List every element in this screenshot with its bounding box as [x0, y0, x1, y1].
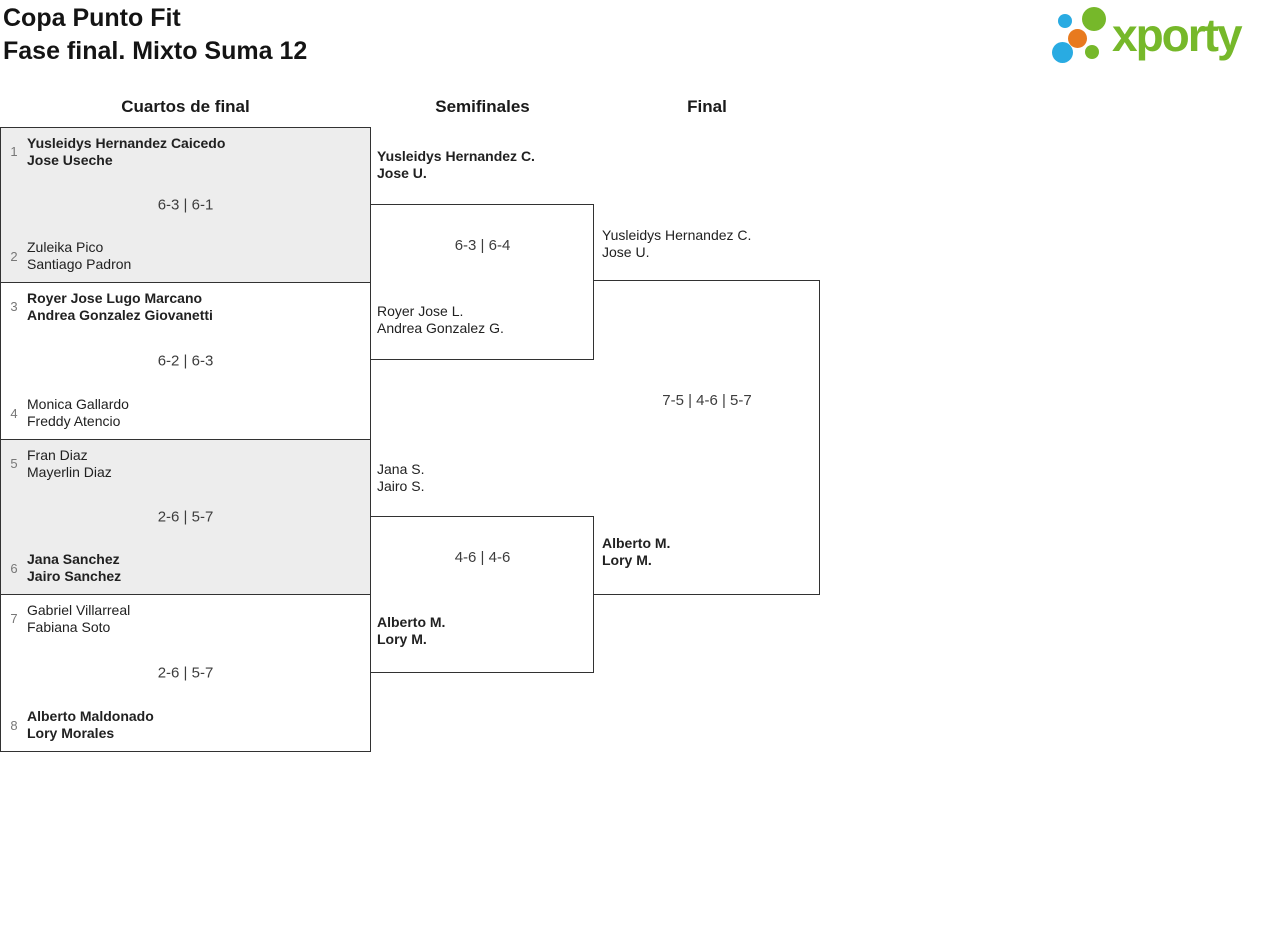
seed-number: 5 [10, 456, 18, 471]
player-name: Yusleidys Hernandez C. [602, 227, 752, 243]
seed-number: 2 [10, 249, 18, 264]
player-name: Jose U. [377, 165, 427, 181]
player-name: Fabiana Soto [27, 619, 111, 635]
player-name: Alberto M. [377, 614, 446, 630]
seed-number: 6 [10, 561, 18, 576]
team-name: Zuleika Pico Santiago Padron [27, 239, 131, 273]
logo-green-small-dot-icon [1085, 45, 1099, 59]
player-name: Alberto M. [602, 535, 671, 551]
seed-number: 1 [10, 144, 18, 159]
player-name: Jose Useche [27, 152, 113, 168]
seed-number: 8 [10, 718, 18, 733]
player-name: Santiago Padron [27, 256, 132, 272]
seed-number: 4 [10, 406, 18, 421]
player-name: Jana S. [377, 461, 425, 477]
team-name: Alberto M. Lory M. [377, 614, 445, 648]
match-score: 4-6 | 4-6 [454, 549, 511, 566]
semifinal-match-1-box [371, 204, 594, 360]
title-block: Copa Punto Fit Fase final. Mixto Suma 12 [3, 2, 307, 68]
match-score: 7-5 | 4-6 | 5-7 [662, 392, 752, 409]
page-subtitle: Fase final. Mixto Suma 12 [3, 37, 308, 65]
semifinal-match-2-box [371, 516, 594, 673]
round-header-semifinals: Semifinales [435, 97, 530, 116]
quarterfinal-match-3: 5 Fran Diaz Mayerlin Diaz 2-6 | 5-7 Jana… [0, 439, 371, 595]
team-name: Fran Diaz Mayerlin Diaz [27, 447, 112, 481]
team-name: Yusleidys Hernandez Caicedo Jose Useche [27, 135, 225, 169]
player-name: Jose U. [602, 244, 650, 260]
player-name: Yusleidys Hernandez C. [377, 148, 535, 164]
match-score: 2-6 | 5-7 [157, 508, 214, 526]
player-name: Yusleidys Hernandez Caicedo [27, 135, 226, 151]
player-name: Lory Morales [27, 725, 115, 741]
team-name: Royer Jose Lugo Marcano Andrea Gonzalez … [27, 290, 213, 324]
player-name: Andrea Gonzalez Giovanetti [27, 307, 213, 323]
round-header-final: Final [687, 97, 727, 116]
page-title: Copa Punto Fit [3, 4, 181, 32]
quarterfinal-match-4: 7 Gabriel Villarreal Fabiana Soto 2-6 | … [0, 594, 371, 752]
player-name: Lory M. [377, 631, 427, 647]
round-header-quarterfinals: Cuartos de final [121, 97, 250, 116]
match-score: 2-6 | 5-7 [157, 664, 214, 682]
quarterfinal-match-2: 3 Royer Jose Lugo Marcano Andrea Gonzale… [0, 282, 371, 440]
xporty-logo[interactable]: xporty [1048, 0, 1278, 75]
player-name: Jairo S. [377, 478, 425, 494]
logo-blue-big-dot-icon [1052, 42, 1073, 63]
player-name: Zuleika Pico [27, 239, 104, 255]
player-name: Freddy Atencio [27, 413, 121, 429]
team-name: Monica Gallardo Freddy Atencio [27, 396, 129, 430]
team-name: Alberto M. Lory M. [602, 535, 670, 569]
team-name: Royer Jose L. Andrea Gonzalez G. [377, 303, 504, 337]
player-name: Andrea Gonzalez G. [377, 320, 504, 336]
player-name: Fran Diaz [27, 447, 88, 463]
player-name: Jana Sanchez [27, 551, 120, 567]
team-name: Jana Sanchez Jairo Sanchez [27, 551, 121, 585]
team-name: Yusleidys Hernandez C. Jose U. [602, 227, 751, 261]
player-name: Royer Jose Lugo Marcano [27, 290, 203, 306]
logo-orange-dot-icon [1068, 29, 1087, 48]
player-name: Gabriel Villarreal [27, 602, 131, 618]
logo-wordmark: xporty [1112, 9, 1243, 61]
player-name: Mayerlin Diaz [27, 464, 112, 480]
match-score: 6-3 | 6-4 [454, 237, 511, 254]
seed-number: 7 [10, 611, 18, 626]
seed-number: 3 [10, 299, 18, 314]
player-name: Monica Gallardo [27, 396, 129, 412]
team-name: Jana S. Jairo S. [377, 461, 424, 495]
logo-blue-small-dot-icon [1058, 14, 1072, 28]
logo-green-big-dot-icon [1082, 7, 1106, 31]
team-name: Gabriel Villarreal Fabiana Soto [27, 602, 130, 636]
player-name: Lory M. [602, 552, 652, 568]
team-name: Alberto Maldonado Lory Morales [27, 708, 154, 742]
player-name: Alberto Maldonado [27, 708, 154, 724]
player-name: Royer Jose L. [377, 303, 464, 319]
match-score: 6-3 | 6-1 [157, 196, 214, 214]
player-name: Jairo Sanchez [27, 568, 122, 584]
quarterfinal-match-1: 1 Yusleidys Hernandez Caicedo Jose Usech… [0, 127, 371, 283]
final-match-box [594, 280, 820, 595]
team-name: Yusleidys Hernandez C. Jose U. [377, 148, 535, 182]
match-score: 6-2 | 6-3 [157, 352, 214, 370]
